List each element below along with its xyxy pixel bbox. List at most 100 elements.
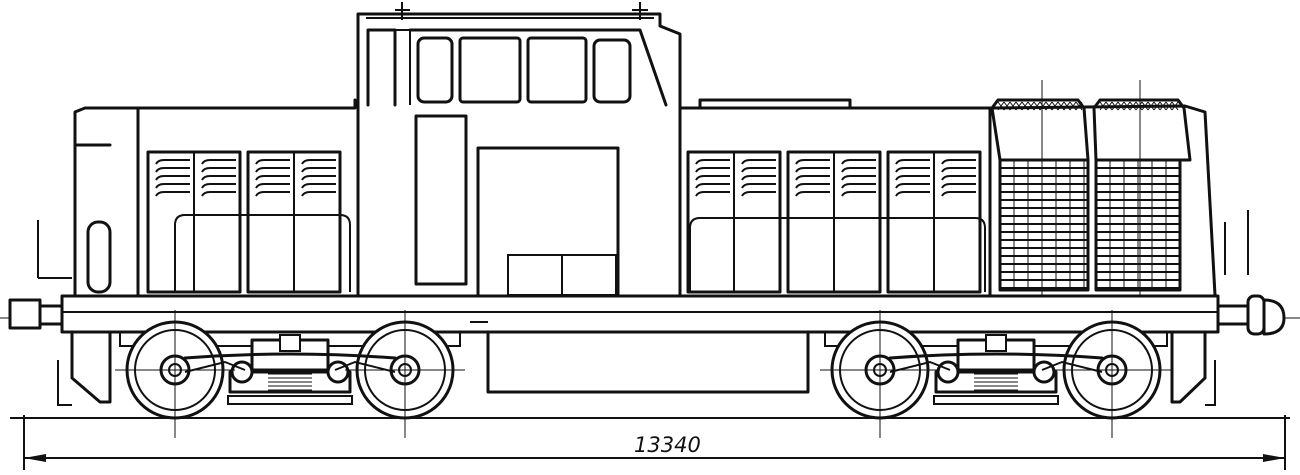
louvre-slat [741, 167, 776, 173]
cab-outline [356, 12, 682, 110]
louvre-slat [695, 175, 730, 181]
cab-window-4 [592, 38, 632, 104]
louvre-slat [941, 159, 976, 165]
cab-window-2 [458, 36, 522, 104]
louvre-slat [841, 183, 876, 189]
mesh-line [1123, 101, 1131, 111]
mesh-line [1039, 101, 1047, 111]
bogie-frame [119, 331, 461, 347]
mesh-line [1099, 101, 1107, 111]
handrail-rear [689, 217, 986, 292]
radiator-hood-outline [988, 104, 1217, 297]
mesh-line [1009, 101, 1017, 111]
louvre-slat [895, 175, 930, 181]
louvre-slat [255, 175, 290, 181]
louvre-slats-rear [695, 159, 976, 197]
bogie-link [183, 352, 397, 360]
mesh-line [1015, 101, 1023, 111]
louvre-slat [895, 167, 930, 173]
louvre-slat [155, 167, 190, 173]
louvre-slat [201, 191, 236, 197]
pivot [985, 334, 1007, 352]
louvre-slat [301, 191, 336, 197]
overall-length-label: 13340 [634, 433, 701, 457]
step-box-1 [507, 254, 563, 296]
rear-buffer [1246, 294, 1266, 336]
mesh-line [1165, 101, 1173, 111]
brake-beam [227, 395, 353, 405]
louvre-slat [741, 175, 776, 181]
mesh-line [1051, 101, 1059, 111]
louvre-slat [795, 175, 830, 181]
brake-rod [1041, 360, 1103, 373]
louvre-slat [695, 159, 730, 165]
louvre-slat [841, 175, 876, 181]
louvre-slat [841, 159, 876, 165]
long-hood-roof-hatch [698, 98, 852, 110]
louvre-slat [741, 159, 776, 165]
spring [1032, 360, 1056, 384]
louvre-slat [155, 159, 190, 165]
mesh-line [1045, 101, 1053, 111]
louvre-slat [841, 191, 876, 197]
front-hood-louvres [146, 150, 342, 294]
louvre-slat [301, 183, 336, 189]
louvre-slat [941, 183, 976, 189]
bogies [115, 310, 1172, 438]
mesh-line [1003, 101, 1011, 111]
underframe [8, 294, 1286, 406]
mesh-line [1135, 101, 1143, 111]
cab-window-3 [526, 36, 588, 104]
dimension-arrow-right [1263, 454, 1285, 462]
louvre-slats-front [155, 159, 336, 197]
cab-door [414, 114, 468, 286]
brake-beam [933, 395, 1059, 405]
louvre-slat [795, 159, 830, 165]
louvre-slat [741, 183, 776, 189]
dimension-arrow-left [24, 454, 46, 462]
louvre-slat [895, 183, 930, 189]
bogie-frame [824, 331, 1168, 347]
louvre-slat [201, 167, 236, 173]
cab-window-1 [416, 36, 454, 104]
mesh-line [997, 101, 1005, 111]
bogie-link [888, 352, 1104, 360]
mesh-line [1141, 101, 1149, 111]
louvre-slat [941, 167, 976, 173]
louvre-slat [941, 175, 976, 181]
louvre-slat [795, 167, 830, 173]
short-hood-end-door [86, 220, 112, 294]
mesh-line [1111, 101, 1119, 111]
louvre-slat [841, 167, 876, 173]
mesh-line [1069, 101, 1077, 111]
mesh-line [1057, 101, 1065, 111]
louvre-slat [201, 159, 236, 165]
brake-rod [184, 360, 246, 373]
spring [936, 360, 960, 384]
pivot [279, 334, 301, 352]
mesh-line [1117, 101, 1125, 111]
radiator-grille-bars [1000, 160, 1180, 290]
louvre-slat [255, 183, 290, 189]
front-pilot [70, 330, 112, 404]
louvre-slat [301, 167, 336, 173]
louvre-slat [255, 191, 290, 197]
mesh-line [1153, 101, 1161, 111]
louvre-slat [695, 191, 730, 197]
louvre-slat [155, 183, 190, 189]
louvre-slat [895, 191, 930, 197]
cab-access-panel [476, 146, 620, 297]
louvre-slat [155, 175, 190, 181]
cab-front-pillar [366, 28, 397, 107]
louvre-slat [301, 175, 336, 181]
louvre-slat [741, 191, 776, 197]
locomotive-body [37, 98, 1249, 297]
radiator-section [990, 80, 1192, 300]
louvre-slat [795, 191, 830, 197]
mesh-line [1171, 101, 1179, 111]
cab-roof-slope [408, 28, 668, 107]
fan-mesh [997, 101, 1179, 111]
louvre-slat [941, 191, 976, 197]
short-hood-top [73, 98, 357, 297]
